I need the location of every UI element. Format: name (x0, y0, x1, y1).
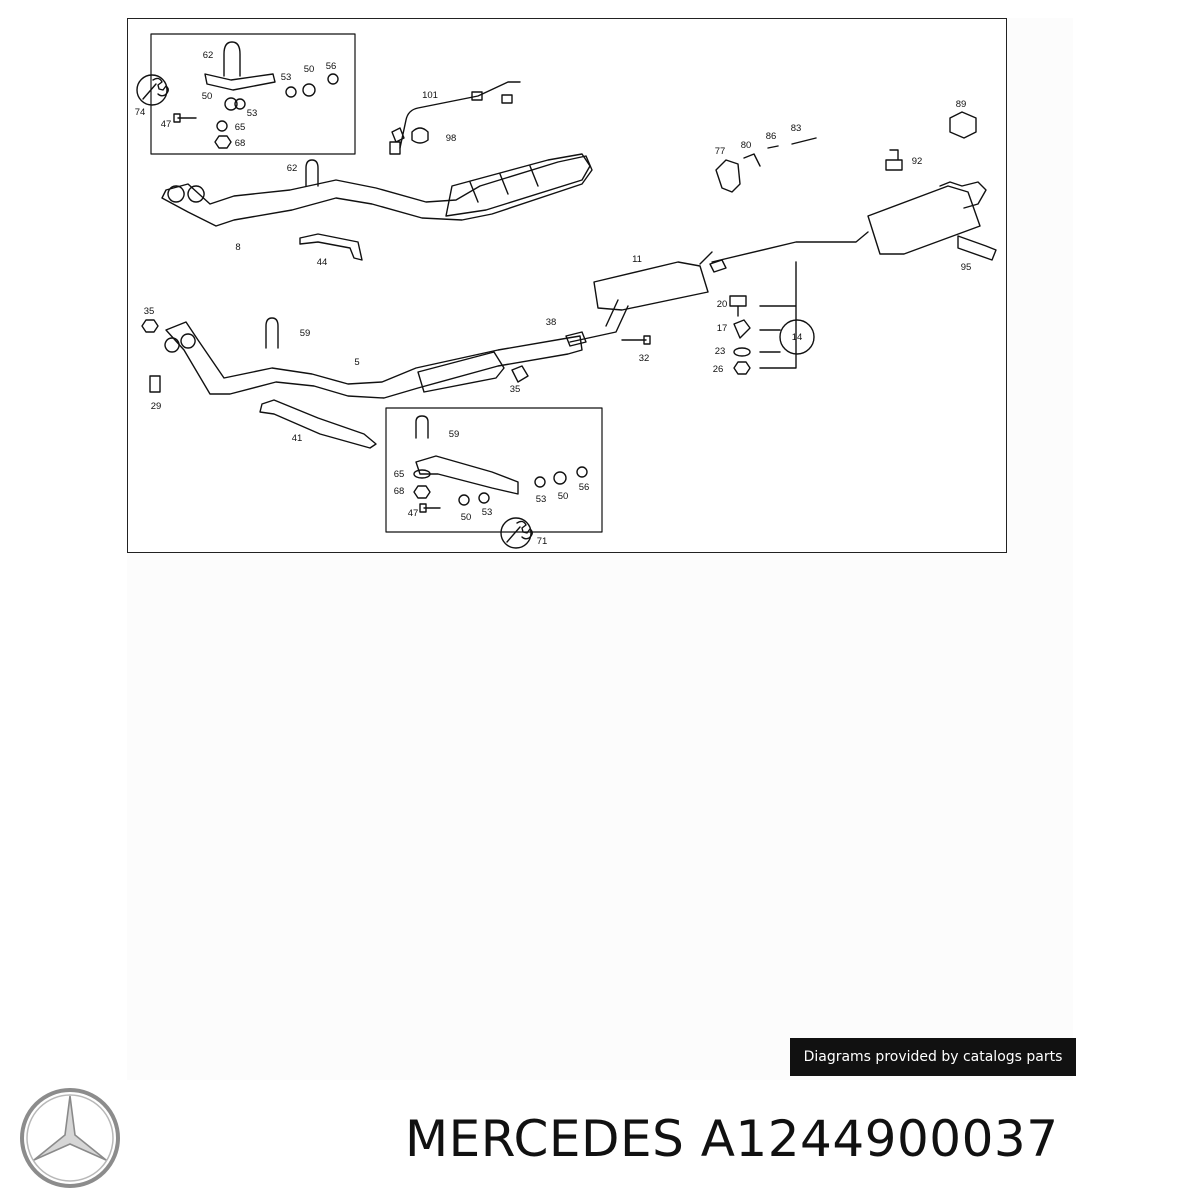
callout-label: 47 (408, 508, 419, 519)
callout-label: 53 (247, 108, 258, 119)
nut-35 (141, 319, 159, 333)
clamp-62 (305, 159, 319, 187)
callout-label: 98 (446, 133, 457, 144)
callout-label: 29 (151, 401, 162, 412)
callout-label: 50 (202, 91, 213, 102)
rear-muffler (867, 185, 981, 255)
callout-label: 77 (715, 146, 726, 157)
callout-label: 56 (579, 482, 590, 493)
hanger-77 (715, 159, 741, 193)
callout-label: 41 (292, 433, 303, 444)
callout-label: 71 (537, 536, 548, 547)
clamp-59 (265, 317, 279, 349)
bolt-47 (173, 113, 197, 123)
callout-label: 56 (326, 61, 337, 72)
callout-label: 8 (235, 242, 240, 253)
bracket (204, 73, 276, 91)
front-pipe-5 (165, 321, 583, 399)
exhaust-diagram-frame (127, 18, 1007, 553)
callout-label: 62 (203, 50, 214, 61)
callout-label: 92 (912, 156, 923, 167)
nut-68 (214, 135, 232, 149)
callout-label: 11 (632, 254, 642, 265)
callout-label: 32 (639, 353, 650, 364)
tailpipe-95 (957, 235, 997, 261)
mercedes-star-icon (20, 1088, 120, 1188)
callout-label: 20 (717, 299, 728, 310)
inset-box-bottom (385, 407, 603, 533)
callout-label: 23 (715, 346, 726, 357)
callout-label: 53 (281, 72, 292, 83)
grommet-92 (885, 149, 903, 171)
callout-label: 59 (449, 429, 460, 440)
bracket-inset (415, 455, 519, 495)
callout-label: 35 (144, 306, 155, 317)
callout-label: 38 (546, 317, 557, 328)
bushing-50 (224, 97, 238, 111)
callout-label: 89 (956, 99, 967, 110)
callout-label: 35 (510, 384, 521, 395)
credit-badge: Diagrams provided by catalogs parts (790, 1038, 1076, 1076)
bolt-20 (729, 295, 747, 317)
bracket-41 (259, 399, 377, 449)
washer-65 (216, 120, 228, 132)
bolt-32 (621, 335, 651, 345)
oxygen-sensor-cable (399, 81, 521, 149)
catalytic-converter (445, 153, 591, 217)
callout-label: 68 (394, 486, 405, 497)
front-pipe-8 (161, 155, 593, 227)
callout-label: 47 (161, 119, 172, 130)
callout-label: 14 (792, 332, 803, 343)
callout-label: 74 (135, 107, 146, 118)
callout-label: 62 (287, 163, 298, 174)
callout-label: 44 (317, 257, 328, 268)
callout-label: 83 (791, 123, 802, 134)
u-clamp-62 (223, 41, 241, 77)
catalyst-5 (417, 351, 505, 393)
callout-label: 68 (235, 138, 246, 149)
gasket-38 (565, 331, 587, 347)
clamp-98 (411, 127, 429, 144)
stud-29 (149, 375, 161, 393)
callout-label: 26 (713, 364, 724, 375)
callout-label: 86 (766, 131, 777, 142)
wrench-icon (136, 74, 169, 106)
part-title: MERCEDES A1244900037 (405, 1110, 1059, 1168)
callout-circle-14 (779, 319, 815, 355)
callout-label: 65 (235, 122, 246, 133)
callout-label: 17 (717, 323, 728, 334)
bracket-44 (299, 233, 363, 261)
callout-label: 5 (354, 357, 359, 368)
wrench-icon (500, 517, 533, 549)
callout-label: 50 (304, 64, 315, 75)
callout-label: 59 (300, 328, 311, 339)
callout-label: 80 (741, 140, 752, 151)
rubber-mount-89 (949, 111, 977, 139)
callout-label: 53 (536, 494, 547, 505)
callout-label: 101 (422, 90, 438, 101)
center-muffler-11 (593, 261, 709, 311)
callout-label: 50 (461, 512, 472, 523)
sleeve-53 (234, 98, 246, 110)
inset-box-top (150, 33, 356, 155)
callout-label: 53 (482, 507, 493, 518)
callout-label: 50 (558, 491, 569, 502)
callout-label: 65 (394, 469, 405, 480)
callout-label: 95 (961, 262, 972, 273)
